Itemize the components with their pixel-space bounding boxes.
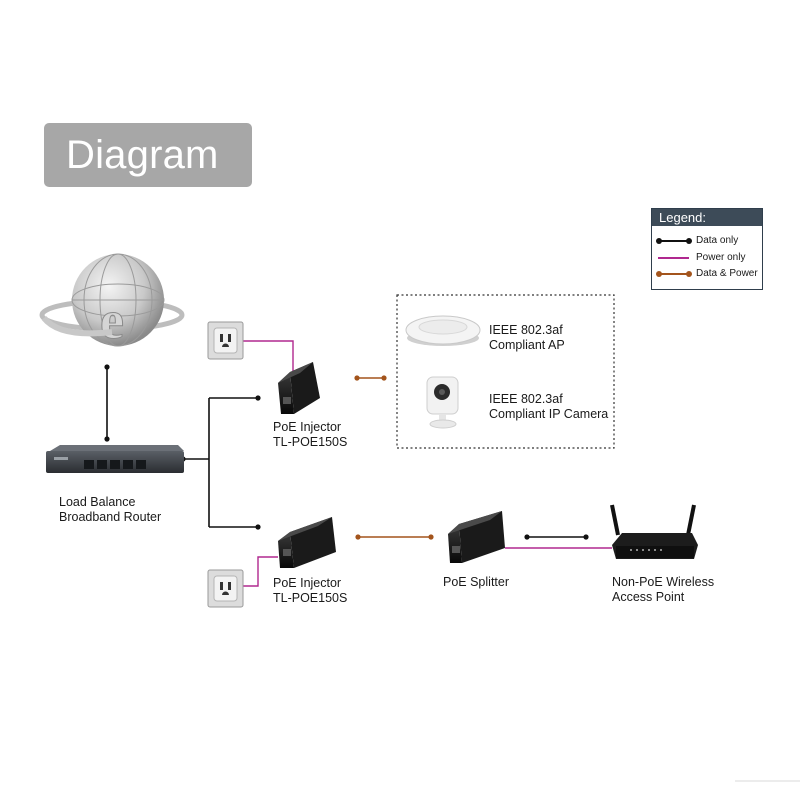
legend-item-power-only: Power only <box>652 250 762 266</box>
power-link-bottom-outlet <box>243 556 278 587</box>
ip-camera-label: IEEE 802.3af Compliant IP Camera <box>489 392 608 422</box>
ip-camera-icon <box>426 376 459 429</box>
data-link-router-injectors <box>208 397 258 528</box>
legend-line-data-power <box>658 273 689 275</box>
wireless-label-line2: Access Point <box>612 590 685 604</box>
wireless-label-line1: Non-PoE Wireless <box>612 575 715 589</box>
router-label-line1: Load Balance <box>59 495 136 509</box>
legend: Legend: Data only Power only Data & Powe… <box>651 208 763 290</box>
injector-top-label-line2: TL-POE150S <box>273 435 348 449</box>
router-label: Load Balance Broadband Router <box>59 495 161 525</box>
legend-item-data-only: Data only <box>652 233 762 249</box>
poe-splitter-icon <box>448 511 505 563</box>
legend-line-power <box>658 257 689 259</box>
diagram-title-badge: Diagram <box>44 123 252 187</box>
splitter-label: PoE Splitter <box>443 575 510 589</box>
injector-top-label: PoE Injector TL-POE150S <box>273 420 347 450</box>
router-label-line2: Broadband Router <box>59 510 162 524</box>
ceiling-access-point-icon <box>405 315 481 346</box>
wall-outlet-bottom-icon <box>207 569 244 608</box>
legend-dot <box>686 271 692 277</box>
access-point-label-line2: Compliant AP <box>489 338 565 352</box>
legend-dot <box>656 271 662 277</box>
injector-bottom-label-line1: PoE Injector <box>273 576 342 590</box>
ip-camera-label-line1: IEEE 802.3af <box>489 392 563 406</box>
wireless-router-icon <box>610 504 698 559</box>
legend-line-data <box>658 240 689 242</box>
legend-label: Power only <box>696 252 746 263</box>
injector-bottom-label-line2: TL-POE150S <box>273 591 348 605</box>
poe-injector-top-icon <box>278 362 320 414</box>
poe-devices-group-box <box>396 294 615 449</box>
poe-injector-bottom-icon <box>278 517 336 568</box>
router-device-icon <box>46 445 184 473</box>
wireless-label: Non-PoE Wireless Access Point <box>612 575 714 605</box>
svg-text:e: e <box>100 290 124 350</box>
data-power-links <box>357 377 431 538</box>
injector-top-label-line1: PoE Injector <box>273 420 342 434</box>
access-point-label-line1: IEEE 802.3af <box>489 323 563 337</box>
legend-dot <box>656 238 662 244</box>
legend-label: Data & Power <box>696 268 758 279</box>
power-links <box>243 340 612 587</box>
data-power-dots <box>354 375 434 540</box>
power-link-top-outlet <box>243 340 294 372</box>
data-links <box>106 367 586 538</box>
ip-camera-label-line2: Compliant IP Camera <box>489 407 609 421</box>
internet-globe-icon: e <box>39 253 185 351</box>
legend-dot <box>686 238 692 244</box>
legend-item-data-power: Data & Power <box>652 266 762 282</box>
legend-label: Data only <box>696 235 739 246</box>
legend-title: Legend: <box>652 209 762 226</box>
access-point-label: IEEE 802.3af Compliant AP <box>489 323 565 353</box>
injector-bottom-label: PoE Injector TL-POE150S <box>273 576 347 606</box>
wall-outlet-top-icon <box>207 321 244 360</box>
